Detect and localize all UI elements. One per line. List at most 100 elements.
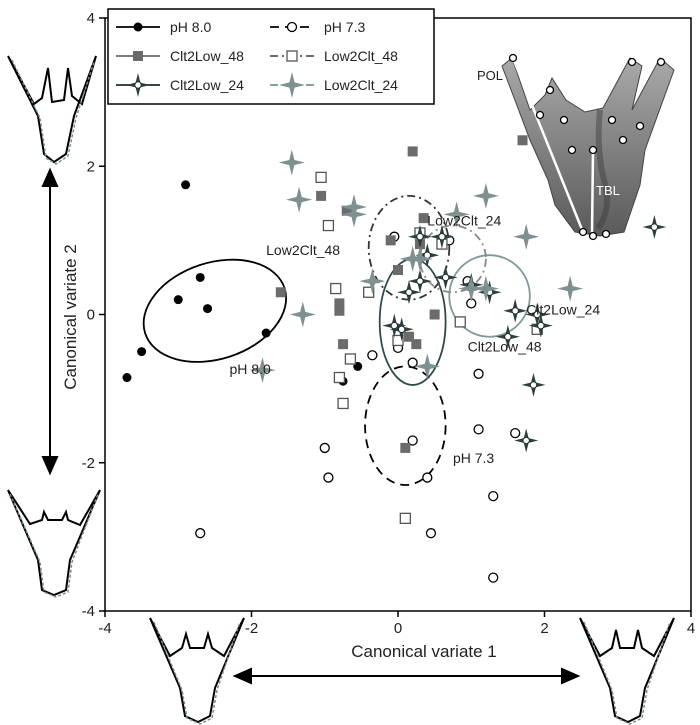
legend-item: Clt2Low_48 (116, 48, 244, 64)
data-point (472, 275, 499, 302)
data-point (513, 223, 540, 250)
series-low2clt-24 (249, 149, 584, 384)
annotation-label: Clt2Low_24 (526, 302, 600, 318)
y-tick-label: -4 (82, 603, 95, 620)
series-ph-8-0 (122, 180, 363, 386)
x-axis-label: Canonical variate 1 (351, 642, 497, 661)
data-point (195, 272, 205, 282)
inset-label-pol: POL (477, 68, 503, 83)
data-point (173, 295, 183, 305)
data-point (454, 316, 466, 328)
shape-outline-top-left (7, 55, 97, 165)
data-point (525, 302, 550, 327)
data-point (382, 313, 407, 338)
legend-marker (279, 72, 305, 98)
data-point (422, 472, 433, 483)
annotation-label: Low2Clt_24 (427, 213, 501, 229)
data-point (433, 265, 458, 290)
data-point (330, 282, 342, 295)
data-point (477, 280, 502, 305)
data-point (429, 309, 440, 320)
data-point (514, 428, 539, 453)
horizontal-double-arrow (232, 667, 581, 685)
vertical-double-arrow (41, 167, 59, 476)
y-axis-ticks: 420-2-4 (82, 10, 105, 620)
series-clt2low-24 (382, 215, 667, 453)
data-point (322, 219, 335, 232)
data-point (521, 372, 546, 397)
data-point (195, 528, 206, 539)
data-point (393, 265, 403, 276)
x-tick-label: 2 (540, 620, 548, 637)
data-point (557, 275, 584, 302)
data-point (363, 286, 375, 298)
data-point (425, 528, 437, 539)
data-points (122, 135, 667, 583)
data-point (488, 572, 499, 583)
y-tick-label: 4 (87, 10, 95, 27)
data-point (392, 334, 404, 347)
data-point (458, 275, 485, 302)
legend-marker (133, 51, 143, 61)
data-point (488, 490, 499, 502)
data-point (407, 245, 433, 272)
data-point (443, 201, 470, 228)
legend-item: Low2Clt_24 (270, 72, 398, 98)
data-point (341, 201, 367, 228)
data-point (367, 350, 378, 361)
data-point (403, 331, 414, 342)
legend-label: Clt2Low_48 (170, 48, 244, 64)
annotation-label: Low2Clt_48 (266, 242, 340, 258)
y-tick-label: -2 (82, 455, 95, 472)
data-point (334, 305, 345, 316)
legend-label: Low2Clt_48 (324, 48, 398, 64)
data-point (400, 442, 411, 453)
annotation-label: Clt2Low_48 (468, 339, 542, 355)
ellipse-ph-7-3 (364, 365, 447, 486)
data-point (137, 347, 147, 357)
data-point (122, 373, 132, 383)
data-point (316, 190, 327, 201)
data-point (319, 442, 330, 454)
y-axis-label: Canonical variate 2 (61, 244, 80, 390)
x-tick-label: -2 (245, 620, 258, 637)
data-point (275, 287, 286, 298)
legend-item: Clt2Low_24 (116, 73, 244, 97)
data-point (249, 357, 276, 384)
legend-marker (286, 50, 298, 62)
data-point (411, 339, 422, 350)
data-point (407, 357, 418, 368)
data-point (261, 328, 271, 338)
data-point (407, 435, 418, 446)
data-point (337, 397, 349, 410)
legend-marker (286, 21, 298, 33)
inset-label-tbl: TBL (596, 183, 620, 198)
data-point (344, 353, 357, 365)
data-point (341, 205, 352, 216)
ellipse-low2clt-24 (419, 224, 487, 294)
ellipse-ph-8-0 (142, 258, 288, 363)
legend-item: pH 7.3 (270, 19, 365, 35)
data-point (334, 298, 345, 309)
data-point (407, 146, 418, 157)
y-tick-label: 0 (87, 307, 95, 324)
data-point (289, 301, 316, 328)
data-point (408, 224, 432, 249)
data-point (472, 182, 499, 209)
legend-label: pH 8.0 (170, 19, 211, 35)
legend-label: pH 7.3 (324, 19, 365, 35)
data-point (429, 224, 454, 249)
data-point (333, 371, 346, 384)
data-point (385, 235, 396, 246)
data-point (642, 215, 667, 239)
shape-outline-bottom-right (579, 617, 675, 725)
x-tick-label: 4 (687, 620, 695, 637)
annotation-label: pH 8.0 (230, 361, 271, 377)
data-point (495, 324, 520, 349)
data-point (510, 427, 521, 439)
data-point (399, 512, 411, 524)
data-point (315, 171, 327, 184)
